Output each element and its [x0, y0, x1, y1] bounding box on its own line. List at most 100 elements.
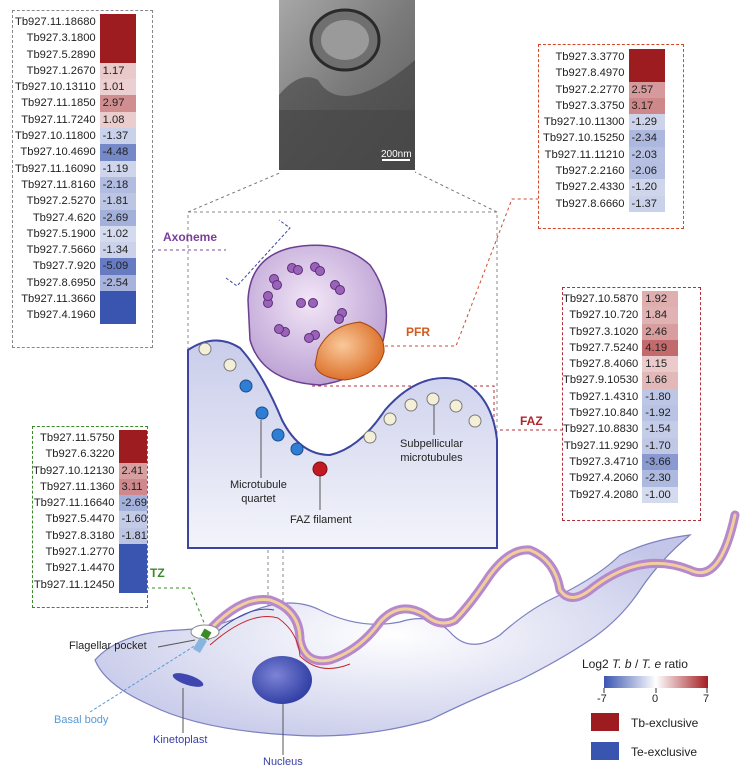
log2-ratio-cell — [99, 307, 136, 324]
log2-ratio-cell: -1.29 — [628, 114, 665, 131]
log2-ratio-cell: -1.20 — [628, 179, 665, 196]
log2-ratio-cell — [628, 49, 665, 66]
table-row: Tb927.1.4310-1.80 — [563, 388, 679, 406]
log2-ratio-cell: 2.97 — [99, 95, 136, 112]
log2-ratio-cell: 3.11 — [118, 478, 147, 496]
log2-ratio-cell: -2.69 — [99, 209, 136, 226]
log2-ratio-cell: -1.00 — [642, 486, 679, 503]
log2-ratio-cell: -1.19 — [99, 160, 136, 177]
table-row: Tb927.8.6660-1.37 — [543, 195, 665, 212]
table-row: Tb927.11.12450 — [33, 576, 147, 593]
log2-ratio-cell: -1.70 — [642, 437, 679, 454]
log2-ratio-cell: 1.01 — [99, 79, 136, 96]
transition-zone-shape — [200, 628, 212, 640]
gene-id: Tb927.10.12130 — [33, 464, 115, 477]
table-row: Tb927.3.3770 — [543, 49, 665, 66]
gene-id: Tb927.8.6660 — [555, 197, 625, 210]
gene-id: Tb927.7.920 — [32, 260, 96, 273]
table-row: Tb927.8.4970 — [543, 65, 665, 82]
gene-id: Tb927.11.5750 — [40, 432, 115, 444]
log2-ratio-cell — [99, 291, 136, 308]
table-row: Tb927.2.5270-1.81 — [15, 193, 136, 210]
log2-ratio-cell — [118, 560, 147, 577]
gene-id: Tb927.11.9290 — [563, 439, 639, 452]
log2-ratio-cell: -2.18 — [99, 176, 136, 194]
table-row: Tb927.8.3180-1.81 — [33, 527, 147, 545]
gene-id: Tb927.2.2160 — [555, 165, 625, 178]
table-row: Tb927.11.9290-1.70 — [563, 437, 679, 454]
gene-id: Tb927.8.4060 — [569, 358, 639, 371]
gene-id: Tb927.3.3770 — [555, 51, 625, 63]
gene-id: Tb927.11.18680 — [15, 16, 96, 28]
log2-ratio-cell — [118, 446, 147, 463]
gene-id: Tb927.11.12450 — [33, 578, 115, 591]
log2-ratio-cell: -1.60 — [118, 511, 147, 528]
table-row: Tb927.4.2060-2.30 — [563, 470, 679, 487]
nucleus-label: Nucleus — [263, 756, 303, 768]
subpellicular-microtubules — [198, 342, 482, 444]
microtubule-quartet-label: Microtubule quartet — [230, 479, 287, 505]
log2-ratio-cell — [118, 576, 147, 593]
table-row: Tb927.5.1900-1.02 — [15, 225, 136, 243]
gene-id: Tb927.3.1020 — [569, 325, 639, 338]
table-row: Tb927.7.5660-1.34 — [15, 242, 136, 259]
gene-id: Tb927.1.2670 — [26, 64, 96, 77]
gene-id: Tb927.1.4470 — [45, 562, 115, 575]
gene-id: Tb927.7.5660 — [26, 244, 96, 257]
gene-id: Tb927.5.4470 — [45, 513, 115, 526]
log2-ratio-cell: -2.30 — [642, 470, 679, 487]
gene-id: Tb927.5.2890 — [26, 48, 96, 61]
log2-ratio-cell: 1.84 — [642, 307, 679, 324]
pointer-lines — [260, 405, 435, 510]
gene-id: Tb927.4.1960 — [26, 309, 96, 322]
table-row: Tb927.3.1800 — [15, 30, 136, 47]
cell-cross-section — [187, 339, 498, 549]
gene-id: Tb927.10.5870 — [563, 293, 639, 305]
table-row: Tb927.11.18680 — [15, 14, 136, 31]
log2-ratio-cell: -1.80 — [642, 388, 679, 406]
table-row: Tb927.1.2770 — [33, 544, 147, 561]
log2-ratio-cell: 1.08 — [99, 111, 136, 129]
log2-ratio-cell — [99, 30, 136, 47]
faz-filament-dot — [312, 461, 328, 477]
log2-ratio-cell: -2.03 — [628, 146, 665, 164]
gene-id: Tb927.10.840 — [569, 407, 639, 420]
table-row: Tb927.11.11210-2.03 — [543, 146, 665, 164]
log2-ratio-cell: 1.17 — [99, 62, 136, 80]
gene-id: Tb927.8.4970 — [555, 67, 625, 80]
gene-id: Tb927.10.15250 — [543, 132, 625, 145]
gene-id: Tb927.7.5240 — [569, 341, 639, 354]
whole-cell-pointers — [89, 639, 284, 755]
tb-exclusive-swatch — [591, 713, 619, 731]
faz-label: FAZ — [520, 414, 543, 428]
table-row: Tb927.10.8830-1.54 — [563, 421, 679, 438]
table-row: Tb927.11.16640-2.69 — [33, 495, 147, 512]
log2-ratio-cell — [99, 46, 136, 63]
gene-id: Tb927.5.1900 — [26, 227, 96, 240]
basal-body-shape — [193, 636, 207, 654]
log2-ratio-cell: -1.37 — [99, 128, 136, 145]
log2-ratio-cell: 1.15 — [642, 356, 679, 373]
gene-id: Tb927.11.16090 — [15, 162, 96, 175]
table-row: Tb927.4.2080-1.00 — [563, 486, 679, 503]
gene-id: Tb927.10.8830 — [563, 423, 639, 436]
gene-id: Tb927.10.13110 — [15, 81, 96, 94]
colorbar — [604, 676, 708, 688]
gene-id: Tb927.2.4330 — [555, 181, 625, 194]
log2-ratio-cell — [118, 430, 147, 447]
